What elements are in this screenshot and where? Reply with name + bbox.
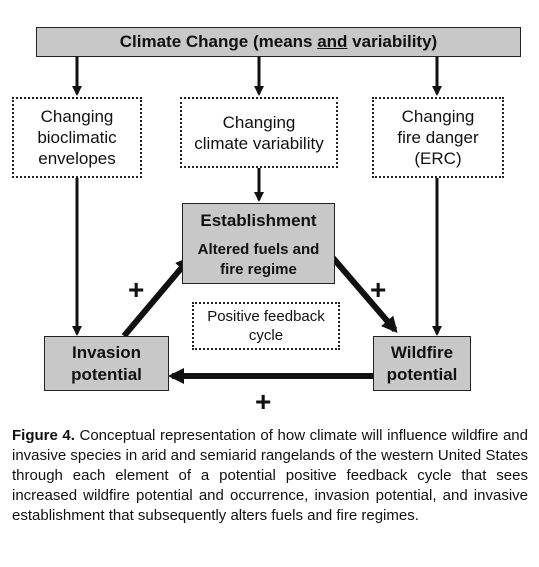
firedanger-line1: Changing (401, 107, 475, 126)
firedanger-line2: fire danger (397, 128, 479, 147)
establishment-sub1: Altered fuels and (197, 241, 320, 258)
wildfire-potential-box: Wildfire potential (373, 336, 471, 391)
invasion-line1: Invasion (72, 342, 141, 362)
arrow-invasion-to-establishment (121, 255, 192, 338)
fire-danger-box: Changing fire danger (ERC) (372, 97, 504, 178)
diagram-arrows (72, 57, 442, 384)
variability-line1: Changing (222, 112, 296, 132)
plus-sign-right: + (370, 274, 387, 305)
wildfire-line1: Wildfire (390, 342, 454, 362)
establishment-box: Establishment Altered fuels and fire reg… (182, 203, 335, 284)
feedback-line2: cycle (248, 327, 284, 344)
bioclimatic-envelopes-box: Changing bioclimatic envelopes (12, 97, 142, 178)
invasion-line2: potential (71, 364, 142, 384)
invasion-potential-box: Invasion potential (44, 336, 169, 391)
plus-sign-bottom: + (255, 386, 272, 417)
climate-change-underlined: and (317, 32, 348, 51)
wildfire-line2: potential (386, 364, 458, 384)
caption-text: Conceptual representation of how climate… (12, 427, 528, 524)
positive-feedback-cycle-box: Positive feedback cycle (192, 302, 340, 350)
caption-label: Figure 4. (12, 427, 75, 444)
establishment-sub2: fire regime (220, 261, 297, 278)
firedanger-line3: (ERC) (414, 149, 462, 168)
bioclimatic-line1: Changing (40, 107, 114, 126)
figure-caption: Figure 4. Conceptual representation of h… (12, 426, 528, 526)
variability-line2: climate variability (194, 133, 324, 153)
climate-variability-box: Changing climate variability (180, 97, 338, 168)
bioclimatic-line2: bioclimatic (37, 128, 117, 147)
plus-sign-left: + (128, 274, 145, 305)
feedback-line1: Positive feedback (207, 308, 325, 325)
climate-change-box: Climate Change (means and variability) (36, 27, 521, 57)
climate-change-suffix: variability) (347, 32, 438, 51)
climate-change-prefix: Climate Change (means (119, 32, 318, 51)
bioclimatic-line3: envelopes (38, 149, 116, 168)
arrow-establishment-to-wildfire (330, 256, 398, 334)
establishment-title: Establishment (200, 211, 317, 230)
